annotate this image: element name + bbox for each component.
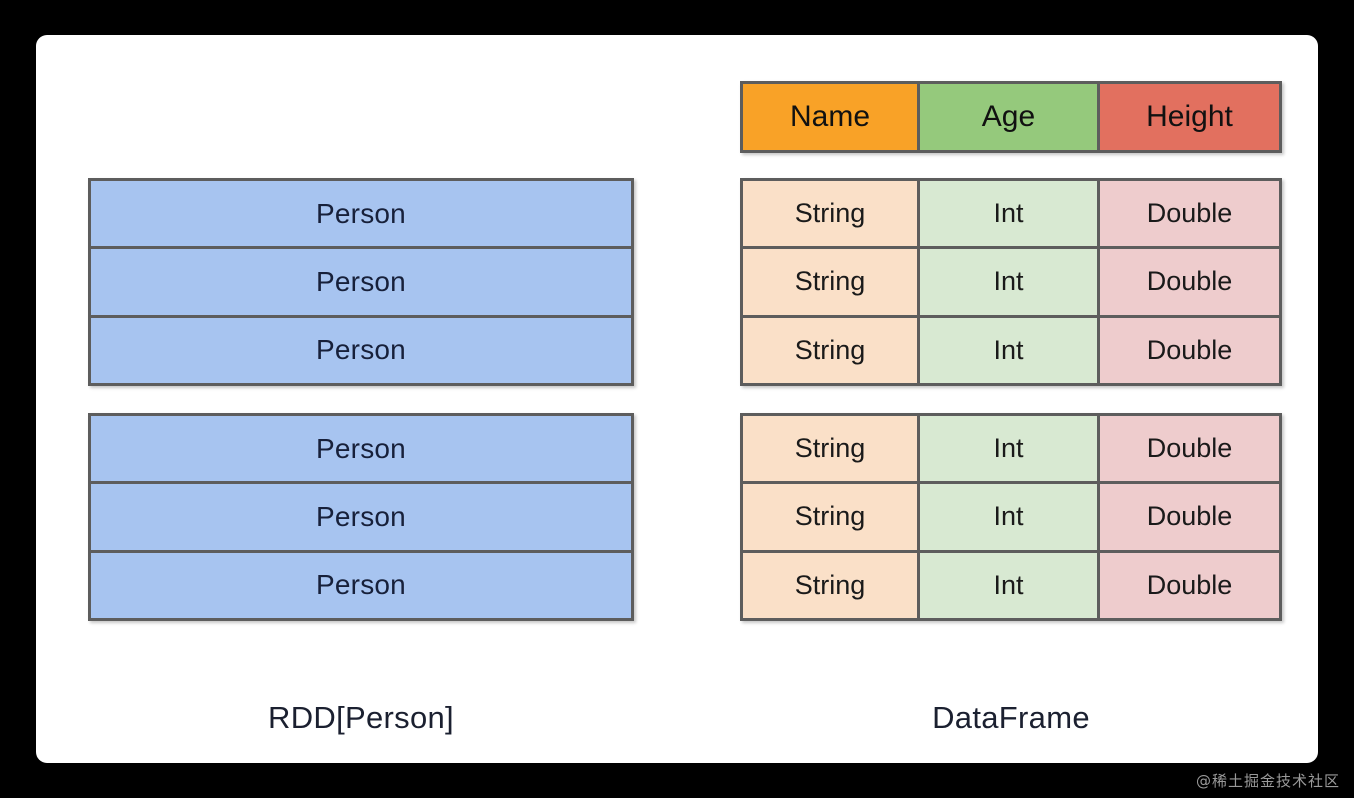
cell-age: Int — [920, 416, 1100, 482]
rdd-caption: RDD[Person] — [268, 700, 454, 735]
table-row: String Int Double — [743, 416, 1279, 485]
table-row: String Int Double — [743, 181, 1279, 250]
cell-height: Double — [1100, 249, 1279, 315]
cell-height: Double — [1100, 484, 1279, 550]
rdd-record: Person — [91, 552, 631, 618]
dataframe-header-height: Height — [1100, 84, 1279, 150]
dataframe-header-row: Name Age Height — [740, 81, 1282, 153]
dataframe-partition-2: String Int Double String Int Double Stri… — [740, 413, 1282, 621]
cell-name: String — [743, 249, 920, 315]
cell-age: Int — [920, 317, 1100, 383]
table-row: String Int Double — [743, 552, 1279, 618]
cell-age: Int — [920, 249, 1100, 315]
cell-name: String — [743, 317, 920, 383]
dataframe-caption: DataFrame — [932, 700, 1090, 735]
cell-height: Double — [1100, 552, 1279, 618]
rdd-record: Person — [91, 181, 631, 250]
cell-name: String — [743, 484, 920, 550]
cell-name: String — [743, 181, 920, 247]
diagram-card: Person Person Person Person Person Perso… — [36, 35, 1318, 763]
cell-age: Int — [920, 484, 1100, 550]
cell-height: Double — [1100, 317, 1279, 383]
rdd-partition-1: Person Person Person — [88, 178, 634, 386]
cell-height: Double — [1100, 181, 1279, 247]
dataframe-partition-1: String Int Double String Int Double Stri… — [740, 178, 1282, 386]
rdd-record: Person — [91, 249, 631, 318]
cell-height: Double — [1100, 416, 1279, 482]
cell-name: String — [743, 552, 920, 618]
cell-name: String — [743, 416, 920, 482]
rdd-record: Person — [91, 317, 631, 383]
cell-age: Int — [920, 552, 1100, 618]
table-row: String Int Double — [743, 317, 1279, 383]
table-row: String Int Double — [743, 484, 1279, 553]
rdd-partition-2: Person Person Person — [88, 413, 634, 621]
dataframe-header-name: Name — [743, 84, 920, 150]
cell-age: Int — [920, 181, 1100, 247]
rdd-record: Person — [91, 484, 631, 553]
rdd-record: Person — [91, 416, 631, 485]
table-row: String Int Double — [743, 249, 1279, 318]
watermark-label: @稀土掘金技术社区 — [1195, 772, 1340, 790]
dataframe-header-age: Age — [920, 84, 1100, 150]
